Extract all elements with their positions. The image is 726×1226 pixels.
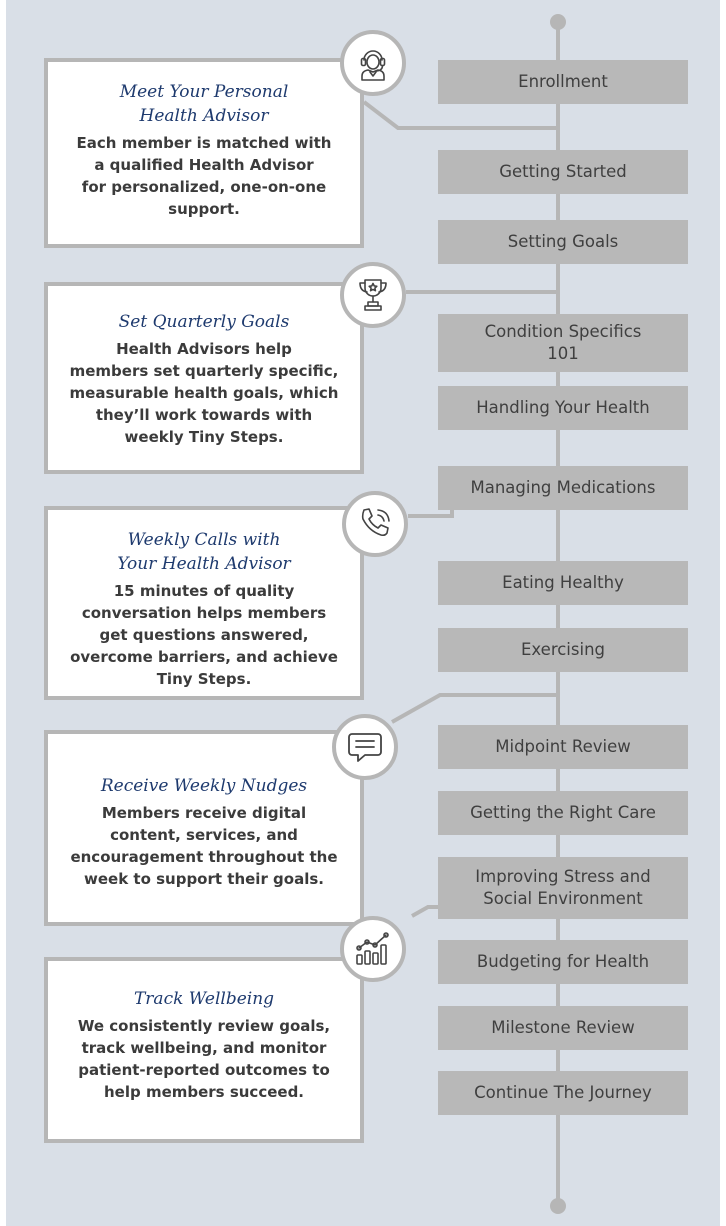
timeline-step-improving-stress: Improving Stress and Social Environment [438, 857, 688, 919]
connector-card-1 [362, 100, 558, 130]
card-track-wellbeing: Track Wellbeing We consistently review g… [44, 957, 364, 1143]
chat-bubble-icon [332, 714, 398, 780]
timeline-step-midpoint-review: Midpoint Review [438, 725, 688, 769]
timeline-step-condition-specifics: Condition Specifics 101 [438, 314, 688, 372]
timeline-start-dot [550, 14, 566, 30]
timeline-step-exercising: Exercising [438, 628, 688, 672]
timeline-step-milestone-review: Milestone Review [438, 1006, 688, 1050]
card-body: Health Advisors help members set quarter… [69, 340, 339, 446]
timeline-step-getting-right-care: Getting the Right Care [438, 791, 688, 835]
card-title: Track Wellbeing [133, 989, 275, 1009]
trophy-icon [340, 262, 406, 328]
timeline-step-enrollment: Enrollment [438, 60, 688, 104]
card-weekly-calls: Weekly Calls with Your Health Advisor 15… [44, 506, 364, 700]
card-body: 15 minutes of quality conversation helps… [70, 582, 338, 688]
timeline-step-eating-healthy: Eating Healthy [438, 561, 688, 605]
card-health-advisor: Meet Your Personal Health Advisor Each m… [44, 58, 364, 248]
phone-icon [342, 491, 408, 557]
timeline-step-handling-your-health: Handling Your Health [438, 386, 688, 430]
headset-advisor-icon [340, 30, 406, 96]
card-title: Receive Weekly Nudges [100, 776, 308, 796]
connector-card-4 [391, 693, 558, 724]
card-title: Set Quarterly Goals [118, 312, 290, 332]
card-body: Each member is matched with a qualified … [76, 134, 332, 218]
card-title: Meet Your Personal Health Advisor [119, 82, 289, 126]
timeline-step-continue-the-journey: Continue The Journey [438, 1071, 688, 1115]
card-title: Weekly Calls with Your Health Advisor [117, 530, 291, 574]
timeline-step-getting-started: Getting Started [438, 150, 688, 194]
timeline-end-dot [550, 1198, 566, 1214]
card-quarterly-goals: Set Quarterly Goals Health Advisors help… [44, 282, 364, 474]
card-weekly-nudges: Receive Weekly Nudges Members receive di… [44, 730, 364, 926]
timeline-step-setting-goals: Setting Goals [438, 220, 688, 264]
card-body: Members receive digital content, service… [70, 804, 338, 888]
timeline-step-managing-medications: Managing Medications [438, 466, 688, 510]
timeline-step-budgeting-for-health: Budgeting for Health [438, 940, 688, 984]
card-body: We consistently review goals, track well… [77, 1017, 331, 1101]
growth-chart-icon [340, 916, 406, 982]
